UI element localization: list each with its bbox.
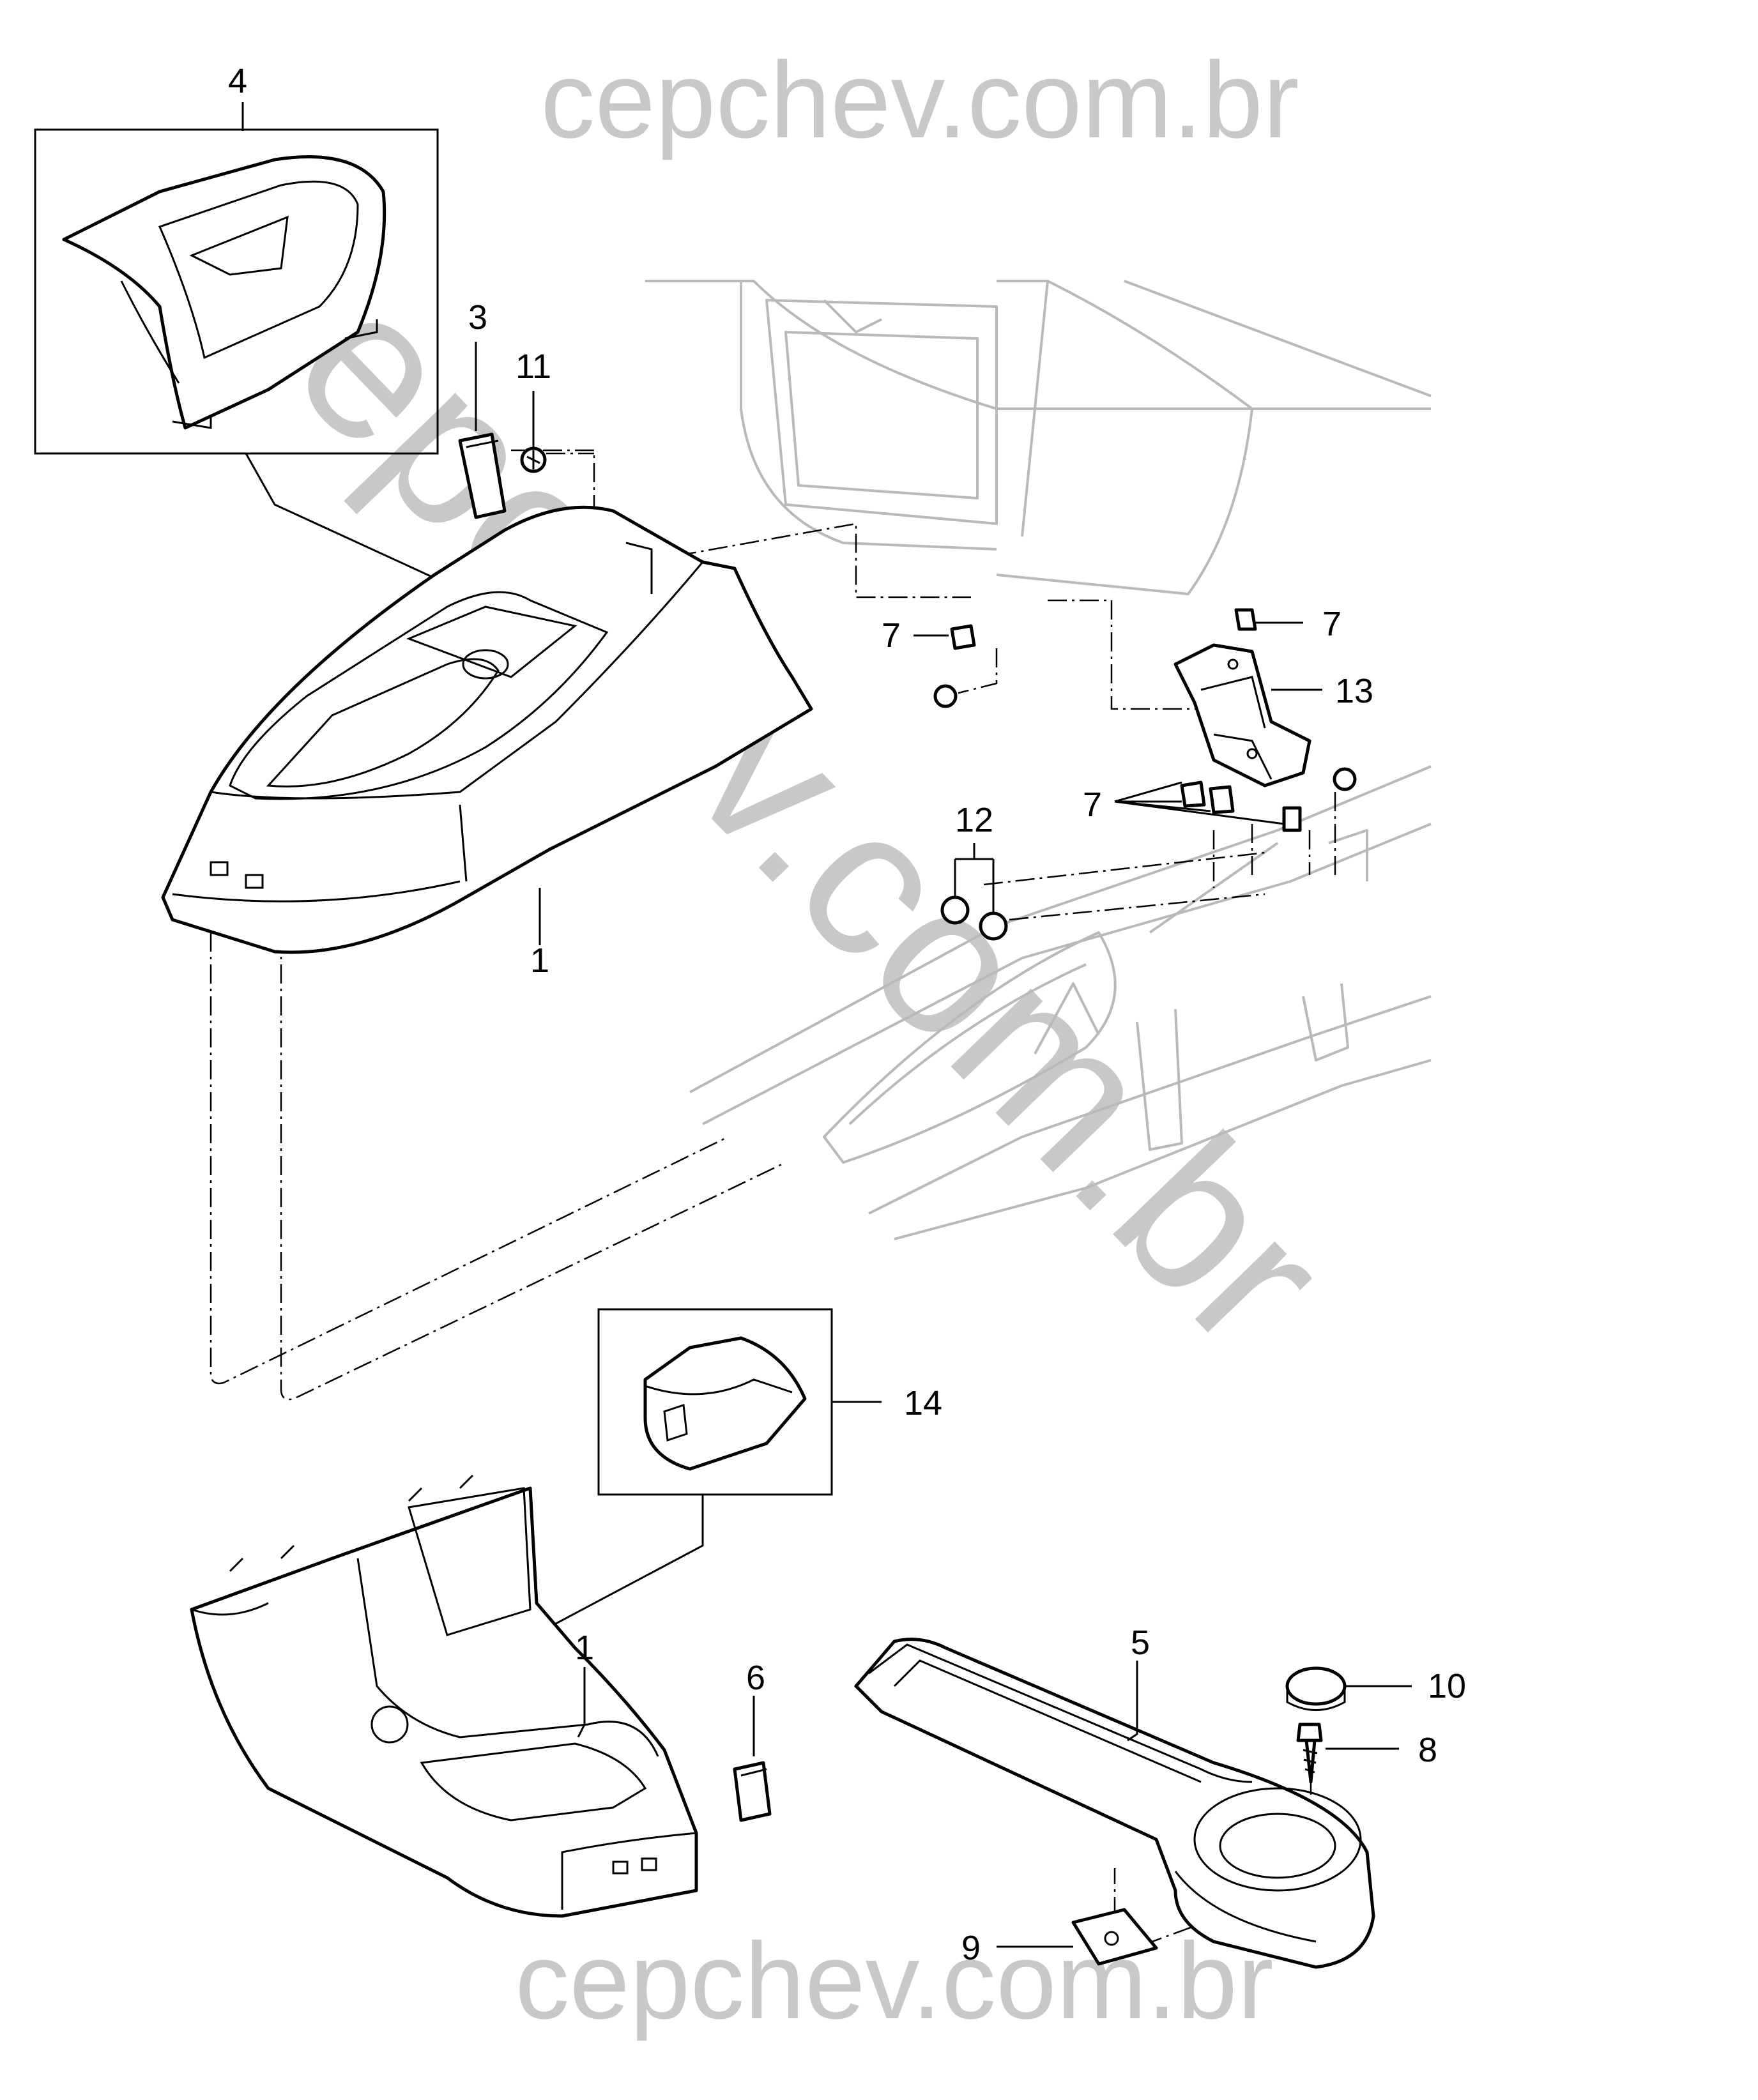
callout-5: 5 xyxy=(1131,1624,1150,1662)
part-8-screw xyxy=(1296,1723,1323,1784)
callout-3: 3 xyxy=(468,298,487,337)
part-7c-leader xyxy=(1114,781,1285,825)
part-1-lower-leader xyxy=(577,1667,586,1738)
part-14-detail xyxy=(597,1308,833,1496)
part-3-cover xyxy=(458,432,507,519)
part-4-inset-frame xyxy=(34,128,439,455)
part-10-cap xyxy=(1285,1666,1347,1711)
part-5-tray xyxy=(854,1638,1375,1969)
callout-9: 9 xyxy=(961,1929,981,1967)
part-13-bracket xyxy=(1173,643,1311,788)
callout-13: 13 xyxy=(1335,672,1373,710)
part-12-screws xyxy=(933,684,1357,941)
callout-14: 14 xyxy=(904,1384,942,1422)
callout-1-lower: 1 xyxy=(575,1629,594,1667)
callout-10: 10 xyxy=(1428,1667,1466,1705)
part-11-screw xyxy=(520,446,594,473)
part-1-upper-console xyxy=(161,505,813,954)
callout-1-upper: 1 xyxy=(530,941,549,980)
callout-7-left: 7 xyxy=(882,616,901,655)
part-6-cover xyxy=(733,1761,772,1822)
watermark-top: cepchev.com.br xyxy=(540,40,1299,161)
part-14-leader-2 xyxy=(498,1495,704,1655)
callout-8: 8 xyxy=(1418,1731,1437,1769)
callout-7-right: 7 xyxy=(1322,605,1341,643)
callout-6: 6 xyxy=(746,1659,765,1697)
part-5-leader xyxy=(1127,1661,1138,1742)
part-7-clips xyxy=(950,608,1302,832)
part-1-lower-console xyxy=(190,1474,698,1918)
part-4-detail xyxy=(34,128,439,455)
callout-7-middle: 7 xyxy=(1083,786,1102,824)
callout-12: 12 xyxy=(955,801,993,839)
callout-4: 4 xyxy=(228,62,247,100)
part-12-leader xyxy=(954,843,995,913)
part-9-clip xyxy=(1071,1908,1158,1966)
callout-11: 11 xyxy=(516,347,551,386)
